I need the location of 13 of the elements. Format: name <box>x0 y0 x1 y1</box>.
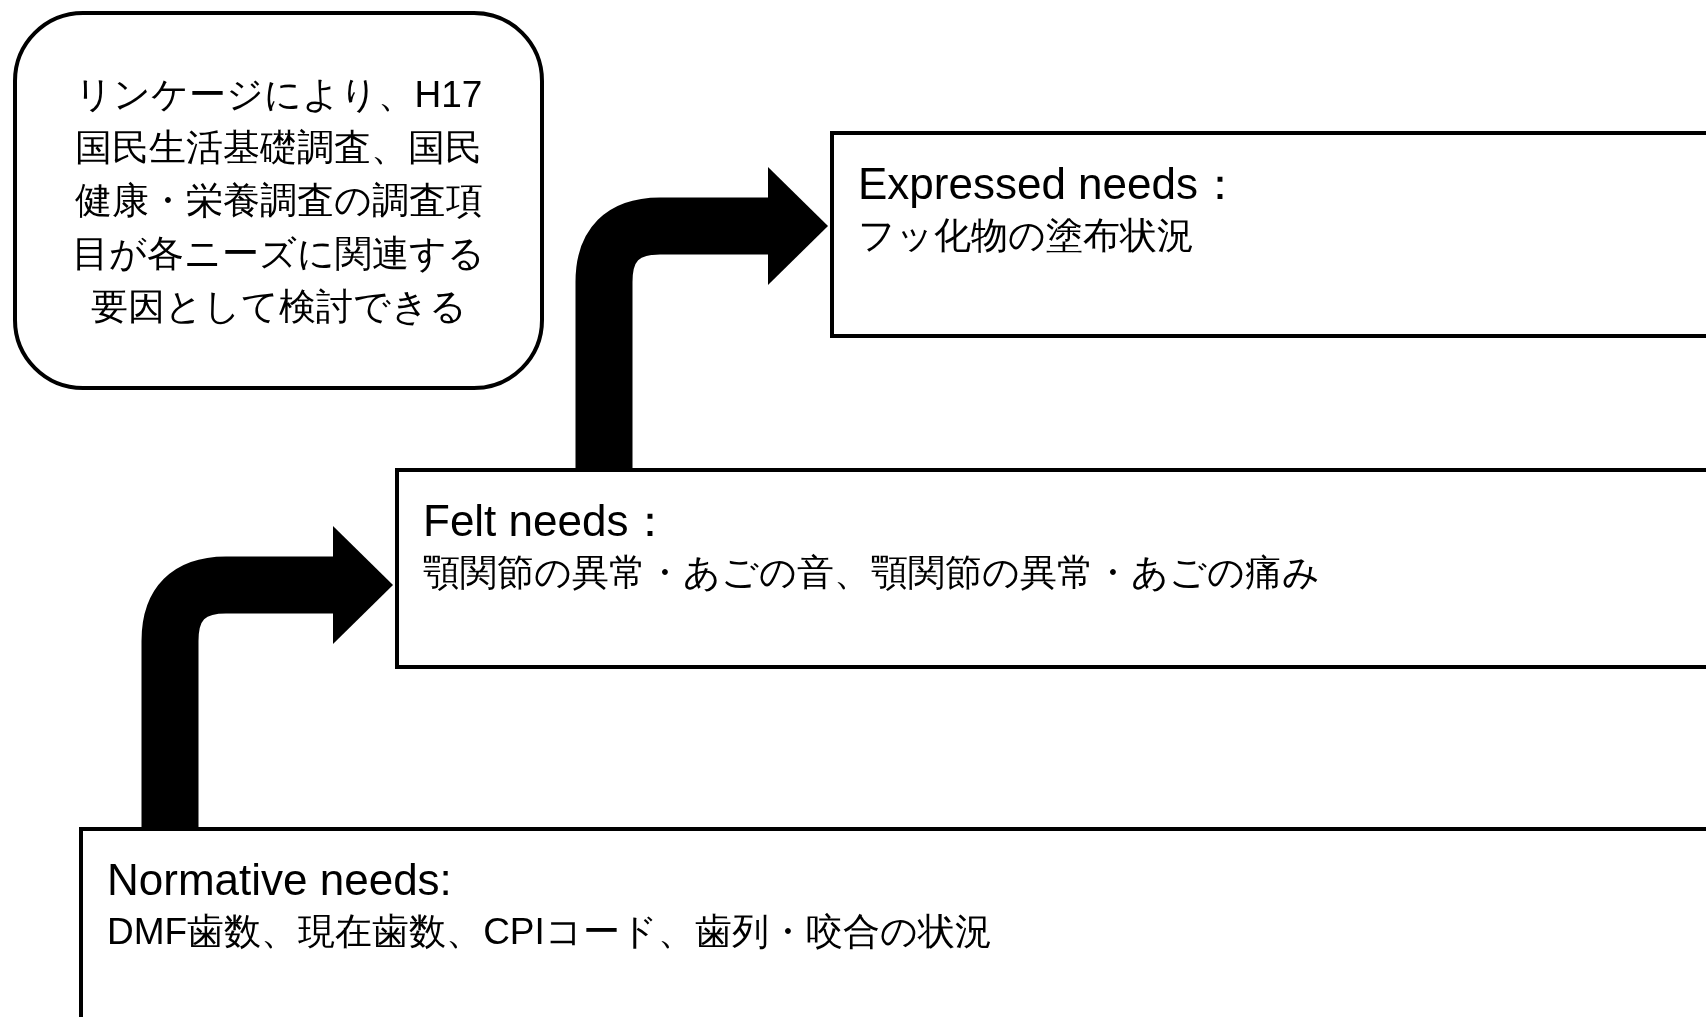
needs-box <box>79 827 1706 1017</box>
needs-box <box>395 468 1706 669</box>
needs-box <box>830 131 1706 338</box>
note-text: リンケージにより、H17 国民生活基礎調査、国民健康・栄養調査の調査項目が各ニーズに関連する要因として検討できる <box>71 73 486 329</box>
box-heading: Normative needs: <box>107 854 453 906</box>
box-heading: Felt needs： <box>423 495 674 547</box>
box-text: フッ化物の塗布状況 <box>858 214 1195 258</box>
bent-arrow <box>575 167 828 468</box>
box-text: DMF歯数、現在歯数、CPIコード、歯列・咬合の状況 <box>107 910 993 954</box>
box-text: 顎関節の異常・あごの音、顎関節の異常・あごの痛み <box>423 551 1321 595</box>
bent-arrow <box>141 526 393 827</box>
box-heading: Expressed needs： <box>858 158 1243 210</box>
rounded-box <box>13 11 544 390</box>
